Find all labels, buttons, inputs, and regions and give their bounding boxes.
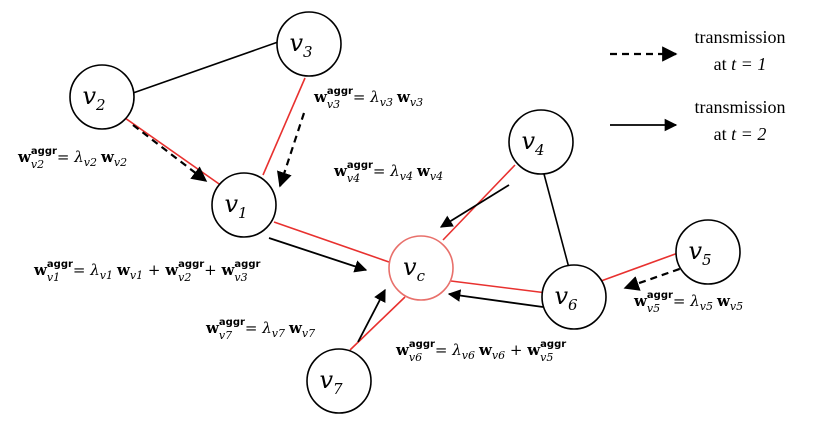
svg-text:v2: v2 xyxy=(82,82,105,114)
svg-text:v5: v5 xyxy=(688,237,711,269)
node-v4: v4 xyxy=(508,109,574,175)
node-v5: v5 xyxy=(675,219,741,285)
edge-v2-v3 xyxy=(132,41,279,94)
arrow-v1-vc xyxy=(268,237,368,273)
edge-v2-v1 xyxy=(124,117,223,187)
svg-text:v4: v4 xyxy=(521,127,544,159)
node-v6: v6 xyxy=(541,264,607,330)
node-v2: v2 xyxy=(69,64,135,130)
arrow-v2-v1-dashed xyxy=(132,124,208,182)
node-v3: v3 xyxy=(276,11,342,77)
svg-text:v7: v7 xyxy=(319,366,343,398)
svg-text:vc: vc xyxy=(403,253,426,285)
edge-v5-v6 xyxy=(600,252,679,282)
arrow-v6-vc xyxy=(447,289,544,308)
edge-v4-v6 xyxy=(543,173,570,269)
svg-text:v1: v1 xyxy=(224,190,247,222)
svg-text:v6: v6 xyxy=(554,282,578,314)
edge-v1-vc xyxy=(273,221,390,263)
node-v7: v7 xyxy=(306,348,372,414)
svg-text:v3: v3 xyxy=(289,29,312,61)
arrow-v3-v1-dashed xyxy=(277,112,306,188)
legend-dashed-label: transmission xyxy=(694,27,785,47)
arrow-v7-vc xyxy=(357,288,386,343)
legend-solid-time: at t = 2 xyxy=(714,124,767,144)
legend-dashed-time: at t = 1 xyxy=(714,54,767,74)
edge-v3-v1 xyxy=(262,77,306,176)
node-vc: vc xyxy=(388,235,454,301)
edge-v6-vc xyxy=(450,280,548,294)
node-v1: v1 xyxy=(211,172,277,238)
legend-solid-label: transmission xyxy=(694,97,785,117)
arrow-v4-vc xyxy=(439,184,510,228)
